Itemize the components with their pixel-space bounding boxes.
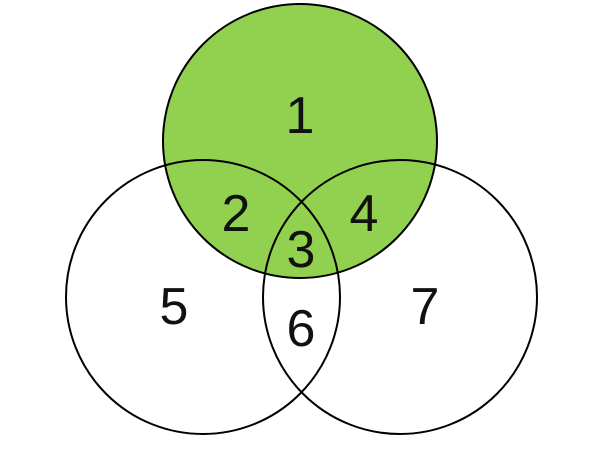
region-label-right-only: 7 [411, 278, 440, 336]
region-label-left-right: 6 [287, 300, 316, 358]
region-label-top-only: 1 [286, 87, 315, 145]
region-label-center: 3 [287, 221, 316, 279]
region-label-left-only: 5 [160, 278, 189, 336]
right-circle [262, 159, 538, 435]
region-label-top-left: 2 [222, 185, 251, 243]
top-circle-fill [163, 4, 437, 278]
left-circle [65, 159, 341, 435]
top-circle [162, 3, 438, 279]
region-label-top-right: 4 [350, 185, 379, 243]
